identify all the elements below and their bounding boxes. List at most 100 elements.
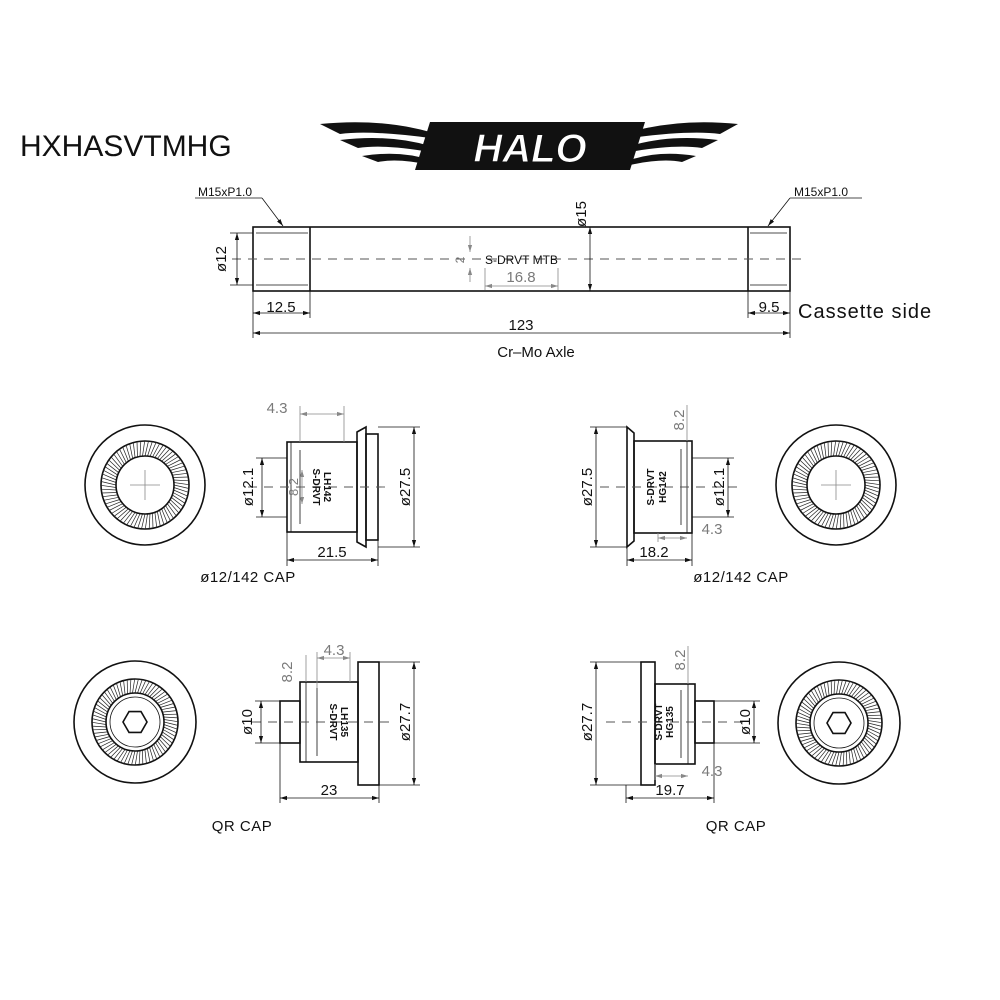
end-view-142-left	[84, 424, 206, 546]
knurl-line	[144, 749, 147, 764]
knurl-line	[867, 725, 882, 731]
knurl-line	[92, 725, 107, 728]
knurl-line	[163, 716, 178, 719]
knurl-line	[833, 440, 837, 457]
knurl-line	[857, 745, 865, 759]
knurl-line	[99, 697, 111, 708]
knurl-line	[848, 683, 858, 696]
knurl-line	[161, 508, 168, 524]
knurl-line	[162, 710, 177, 713]
knurl-line	[163, 719, 179, 723]
knurl-line	[827, 751, 835, 765]
knurl-line	[171, 469, 187, 474]
knurl-line	[104, 691, 114, 704]
knurl-line	[798, 708, 812, 716]
knurl-line	[817, 512, 827, 526]
knurl-line	[820, 750, 830, 763]
halo-logo: HALO	[320, 122, 738, 172]
brand-name: HALO	[473, 127, 586, 171]
cap-142-right-label-1: S-DRVT	[646, 468, 657, 505]
knurl-line	[797, 463, 810, 473]
knurl-line	[851, 685, 861, 697]
knurl-line	[813, 687, 821, 701]
knurl-line	[835, 751, 840, 766]
knurl-line	[167, 459, 182, 467]
knurl-line	[863, 476, 880, 478]
knurl-line	[95, 703, 108, 713]
knurl-line	[843, 443, 852, 458]
knurl-line	[866, 732, 879, 742]
knurl-line	[862, 700, 877, 707]
knurl-line	[799, 503, 814, 511]
cap-142-right-height-mark: 8.2	[671, 410, 688, 431]
knurl-line	[163, 507, 171, 522]
knurl-line	[169, 465, 185, 471]
knurl-line	[149, 442, 157, 457]
knurl-line	[866, 711, 881, 714]
knurl-line	[814, 511, 824, 524]
knurl-line	[171, 497, 184, 507]
knurl-line	[149, 686, 160, 698]
knurl-line	[803, 698, 815, 709]
knurl-line	[157, 446, 167, 459]
cap-142-left-bore-dia: ø12.1	[240, 468, 257, 506]
knurl-line	[865, 707, 880, 712]
total-length-label: 123	[508, 317, 533, 334]
knurl-line	[867, 727, 881, 735]
knurl-line	[863, 492, 878, 501]
knurl-line	[824, 513, 832, 528]
knurl-line	[795, 722, 811, 726]
knurl-line	[157, 696, 171, 704]
knurl-line	[102, 494, 118, 498]
knurl-line	[106, 463, 119, 473]
knurl-line	[137, 513, 143, 529]
knurl-line	[101, 477, 117, 483]
knurl-line	[801, 739, 816, 746]
knurl-line	[101, 694, 112, 706]
knurl-line	[91, 721, 107, 725]
knurl-line	[147, 441, 153, 457]
knurl-line	[845, 444, 855, 458]
knurl-line	[119, 681, 124, 696]
knurl-line	[131, 750, 136, 765]
knurl-line	[828, 513, 834, 529]
knurl-line	[169, 499, 182, 511]
knurl-line	[144, 441, 149, 457]
knurl-line	[855, 689, 867, 700]
knurl-line	[152, 443, 161, 458]
knurl-line	[864, 487, 880, 493]
knurl-line	[864, 484, 880, 489]
cap-qr-right-caption: QR CAP	[706, 818, 767, 835]
knurl-line	[137, 679, 143, 694]
knurl-line	[172, 472, 188, 476]
cap-qr-right-height-mark: 8.2	[672, 650, 689, 671]
knurl-line	[833, 680, 836, 695]
knurl-line	[852, 450, 865, 462]
cap-qr-left-length: 23	[321, 782, 338, 799]
knurl-line	[123, 511, 133, 524]
cap-qr-left-side-view	[252, 652, 420, 803]
knurl-line	[102, 473, 117, 481]
axle-caption: Cr–Mo Axle	[497, 344, 575, 361]
knurl-line	[142, 440, 146, 457]
thread-spec-right: M15xP1.0	[794, 185, 848, 199]
cap-qr-left-dim-top: 4.3	[324, 642, 345, 659]
knurl-line	[863, 472, 879, 476]
knurl-line	[841, 680, 847, 695]
knurl-line	[163, 721, 178, 726]
cap-142-right-caption: ø12/142 CAP	[693, 569, 789, 586]
knurl-line	[108, 459, 121, 471]
knurl-line	[158, 699, 173, 706]
knurl-line	[126, 512, 136, 526]
knurl-line	[101, 492, 118, 494]
knurl-line	[102, 742, 115, 751]
knurl-line	[92, 718, 107, 723]
knurl-line	[129, 679, 132, 694]
knurl-line	[161, 734, 173, 744]
cap-qr-right-dim-bottom: 4.3	[702, 763, 723, 780]
knurl-line	[116, 508, 129, 520]
knurl-line	[138, 750, 141, 765]
knurl-line	[104, 743, 117, 753]
knurl-line	[864, 489, 879, 497]
knurl-line	[159, 448, 171, 461]
